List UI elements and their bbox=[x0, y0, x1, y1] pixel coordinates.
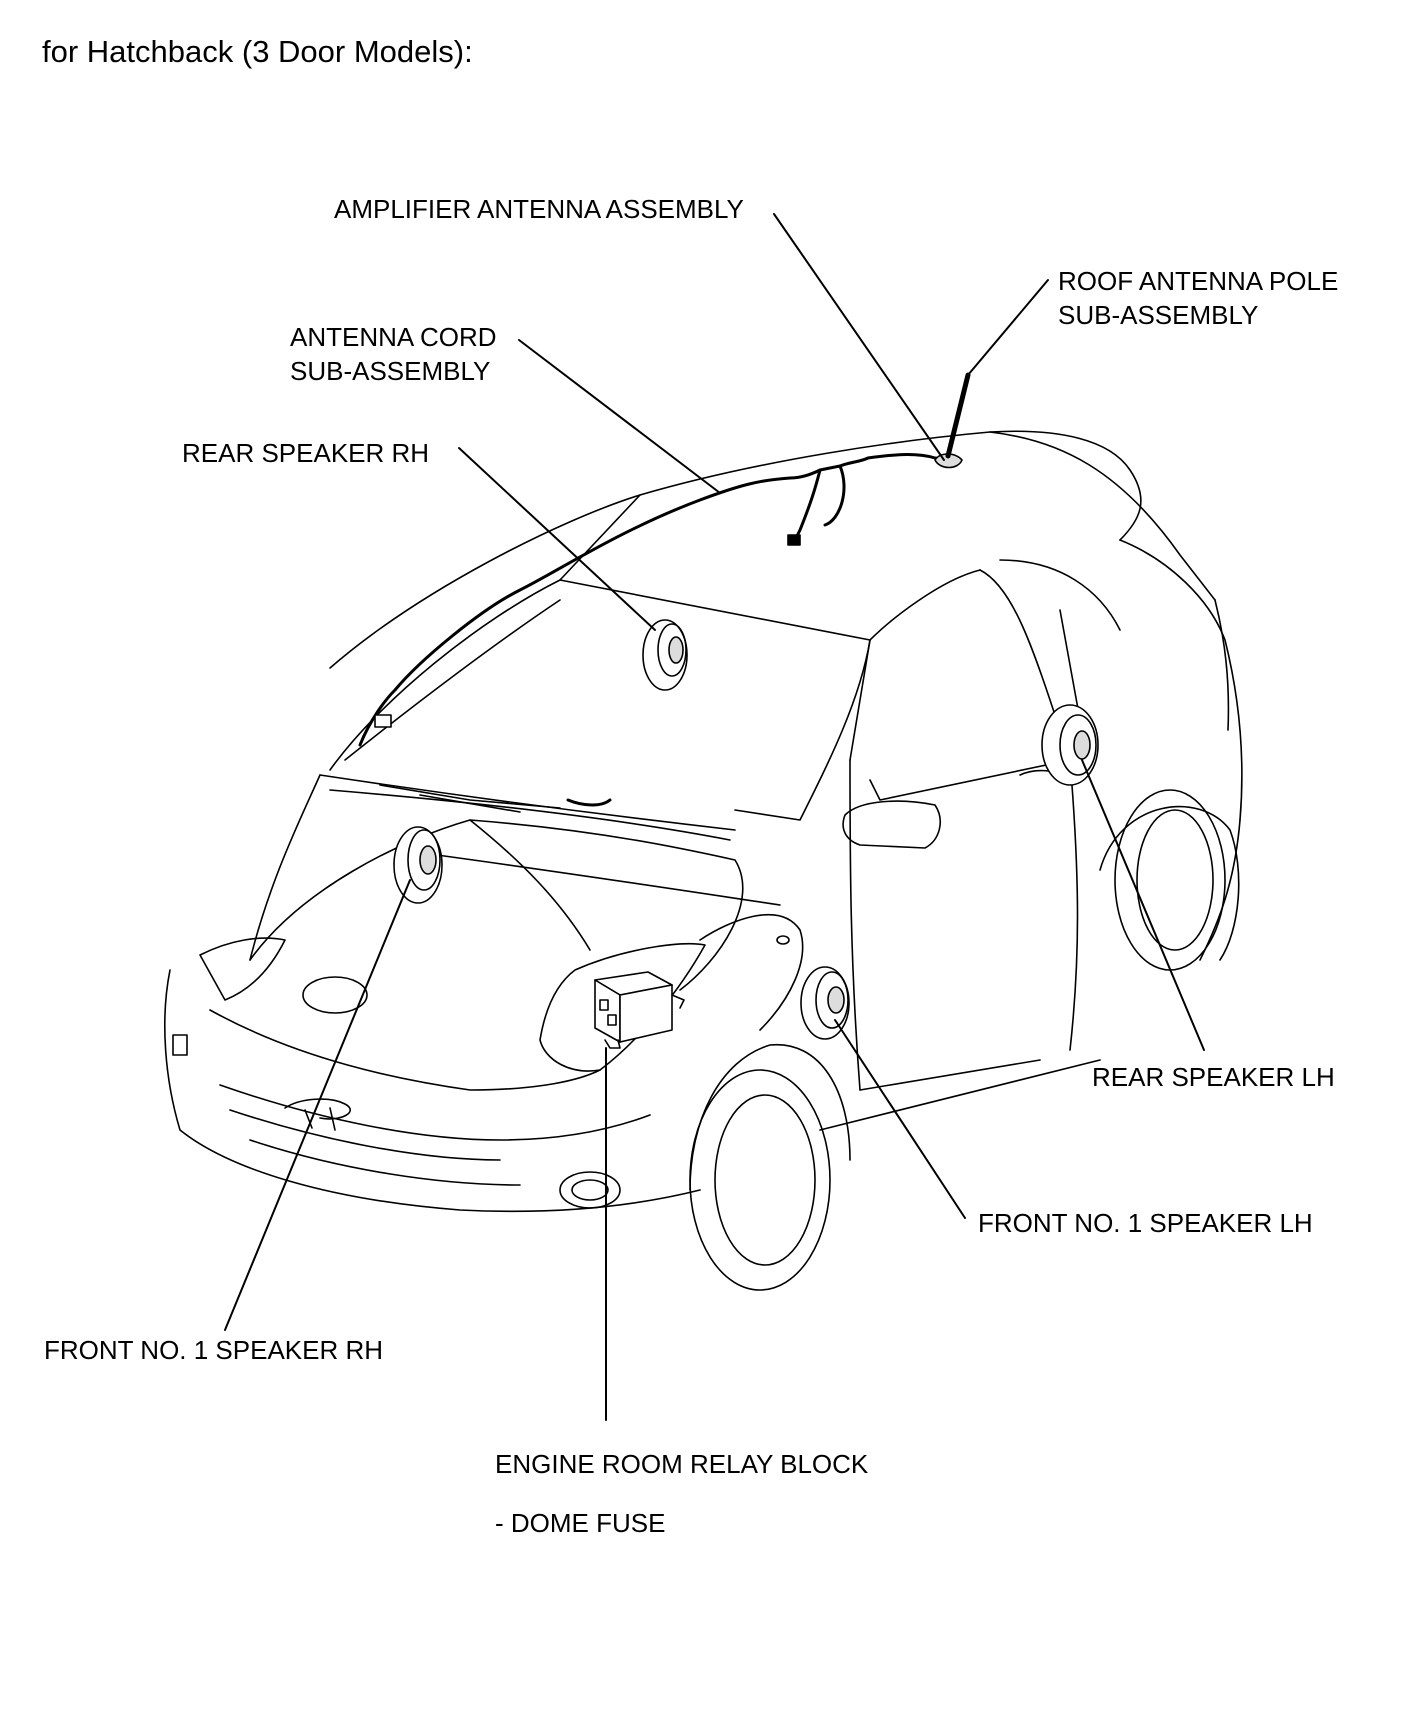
rear-speaker-rh-icon bbox=[642, 619, 688, 691]
label-front-speaker-rh: FRONT NO. 1 SPEAKER RH bbox=[44, 1335, 384, 1365]
leader-rear-speaker-lh bbox=[1081, 759, 1205, 1051]
leader-roof-antenna bbox=[967, 279, 1049, 376]
leader-rear-speaker-rh bbox=[458, 447, 656, 631]
leader-amplifier-antenna bbox=[773, 213, 945, 461]
label-rear-speaker-rh: REAR SPEAKER RH bbox=[182, 438, 430, 468]
label-rear-speaker-lh: REAR SPEAKER LH bbox=[1092, 1062, 1335, 1092]
rear-speaker-lh-icon bbox=[1041, 704, 1099, 786]
label-front-speaker-lh: FRONT NO. 1 SPEAKER LH bbox=[978, 1208, 1313, 1238]
page-title: for Hatchback (3 Door Models): bbox=[42, 34, 473, 69]
leader-front-speaker-lh bbox=[834, 1019, 966, 1219]
label-engine-room-relay-block: ENGINE ROOM RELAY BLOCK bbox=[495, 1449, 869, 1479]
engine-room-relay-block-icon bbox=[594, 971, 685, 1049]
label-antenna-cord-line2: SUB-ASSEMBLY bbox=[290, 356, 491, 386]
label-amplifier-antenna: AMPLIFIER ANTENNA ASSEMBLY bbox=[334, 194, 744, 224]
label-roof-antenna-line1: ROOF ANTENNA POLE bbox=[1058, 266, 1339, 296]
label-antenna-cord-line1: ANTENNA CORD bbox=[290, 322, 497, 352]
label-roof-antenna-pole: ROOF ANTENNA POLE SUB-ASSEMBLY bbox=[1058, 264, 1338, 332]
label-dome-fuse: - DOME FUSE bbox=[495, 1508, 666, 1538]
leader-lines bbox=[224, 213, 1205, 1421]
leader-antenna-cord bbox=[518, 339, 721, 494]
car-body-outline bbox=[164, 430, 1243, 1291]
front-speaker-lh-icon bbox=[800, 966, 850, 1040]
label-roof-antenna-line2: SUB-ASSEMBLY bbox=[1058, 300, 1259, 330]
label-antenna-cord: ANTENNA CORD SUB-ASSEMBLY bbox=[290, 320, 497, 388]
front-speaker-rh-icon bbox=[393, 826, 443, 904]
antenna-cord bbox=[358, 453, 952, 807]
leader-front-speaker-rh bbox=[224, 879, 411, 1331]
